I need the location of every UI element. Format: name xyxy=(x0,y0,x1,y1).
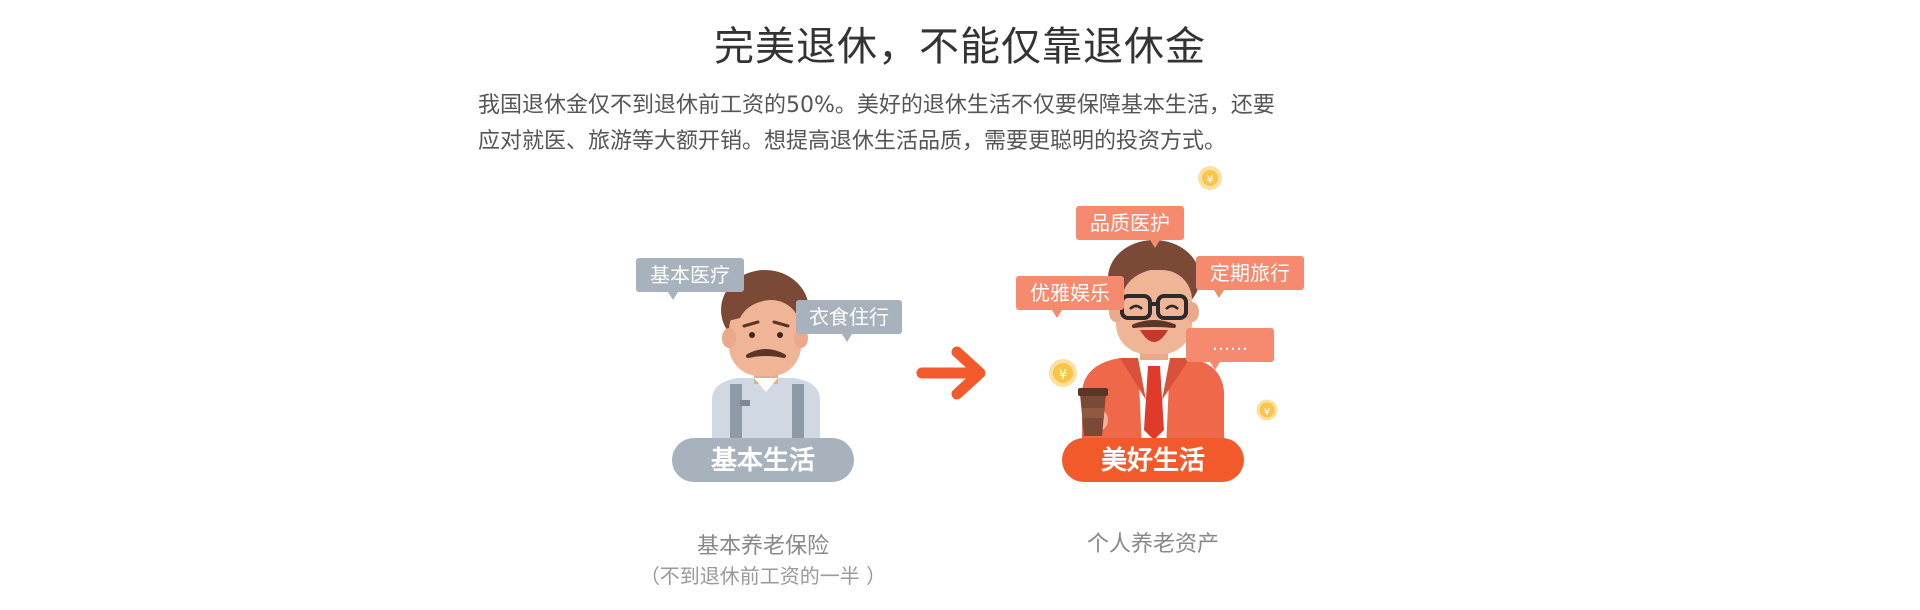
caption-basic-pension: 基本养老保险 xyxy=(696,534,829,559)
good-life-person xyxy=(1078,240,1224,450)
tag-regular-travel: 定期旅行 xyxy=(1196,256,1304,298)
tag-more-label: …… xyxy=(1212,334,1248,355)
arrow-right-icon xyxy=(916,346,986,400)
tag-travel-label: 定期旅行 xyxy=(1210,261,1290,285)
tag-more: …… xyxy=(1186,328,1274,370)
badge-basic-life: 基本生活 xyxy=(672,438,854,482)
page-title: 完美退休，不能仅靠退休金 xyxy=(714,24,1206,70)
basic-life-person xyxy=(712,270,820,455)
coin-icon-top: ¥ xyxy=(1198,166,1222,190)
coin-top-symbol: ¥ xyxy=(1207,173,1214,186)
tag-living-label: 衣食住行 xyxy=(809,305,889,329)
badge-basic-life-label: 基本生活 xyxy=(711,446,815,476)
coin-left-symbol: ¥ xyxy=(1059,368,1067,383)
description: 我国退休金仅不到退休前工资的50%。美好的退休生活不仅要保障基本生活，还要 应对… xyxy=(478,88,1478,160)
caption-basic-pension-sub: （不到退休前工资的一半 ） xyxy=(639,564,887,588)
description-line-2: 应对就医、旅游等大额开销。想提高退休生活品质，需要更聪明的投资方式。 xyxy=(478,129,1227,154)
tag-entertainment-label: 优雅娱乐 xyxy=(1030,281,1110,305)
coin-icon-left: ¥ xyxy=(1049,359,1077,387)
tag-basic-medical: 基本医疗 xyxy=(636,258,744,300)
tag-quality-medical-label: 品质医护 xyxy=(1090,211,1170,235)
badge-good-life-label: 美好生活 xyxy=(1101,445,1205,476)
badge-good-life: 美好生活 xyxy=(1062,438,1244,482)
tag-food-clothing-housing: 衣食住行 xyxy=(796,300,902,342)
tag-quality-medical: 品质医护 xyxy=(1076,206,1184,248)
tag-elegant-entertainment: 优雅娱乐 xyxy=(1016,276,1124,318)
caption-personal-assets: 个人养老资产 xyxy=(1086,532,1219,557)
tag-basic-medical-label: 基本医疗 xyxy=(650,263,730,287)
coin-right-symbol: ¥ xyxy=(1264,407,1270,418)
coin-icon-right: ¥ xyxy=(1256,399,1278,421)
description-line-1: 我国退休金仅不到退休前工资的50%。美好的退休生活不仅要保障基本生活，还要 xyxy=(478,93,1275,118)
